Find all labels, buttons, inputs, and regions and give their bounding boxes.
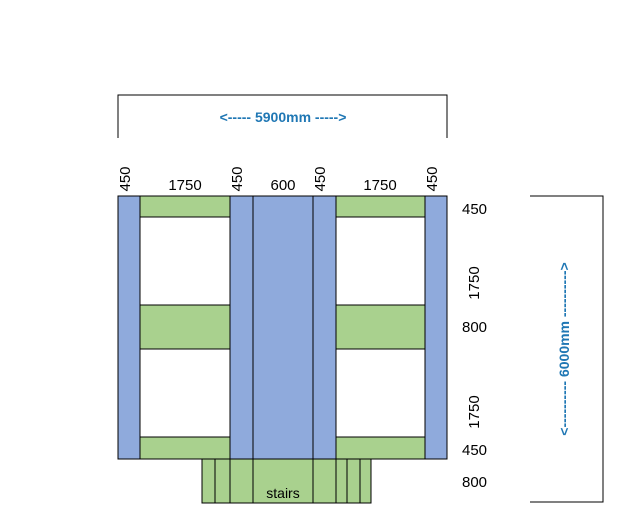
width-bracket — [117, 94, 448, 138]
beam-left-bottom — [139, 436, 231, 460]
top-dim-1: 450 — [117, 166, 134, 191]
top-dim-4: 600 — [270, 177, 295, 194]
depth-bracket — [530, 195, 604, 503]
right-dim-4: 1750 — [466, 395, 483, 428]
right-dim-5: 450 — [462, 442, 487, 459]
top-dim-5: 450 — [312, 166, 329, 191]
beam-right-middle — [335, 304, 426, 350]
right-dim-3: 800 — [462, 319, 487, 336]
stairs-label: stairs — [266, 485, 299, 501]
beam-right-top — [335, 195, 426, 218]
top-dim-3: 450 — [229, 166, 246, 191]
right-dim-2: 1750 — [466, 266, 483, 299]
overall-width-label: <----- 5900mm -----> — [220, 109, 347, 125]
right-dim-6: 800 — [462, 474, 487, 491]
beam-left-middle — [139, 304, 231, 350]
top-dim-2: 1750 — [168, 177, 201, 194]
central-strip — [229, 195, 337, 460]
right-dim-1: 450 — [462, 201, 487, 218]
column-right — [424, 195, 448, 460]
beam-right-bottom — [335, 436, 426, 460]
beam-left-top — [139, 195, 231, 218]
top-dim-6: 1750 — [363, 177, 396, 194]
overall-depth-label: <---------- 6000mm ----------> — [556, 262, 572, 435]
column-left — [117, 195, 141, 460]
top-dim-7: 450 — [424, 166, 441, 191]
